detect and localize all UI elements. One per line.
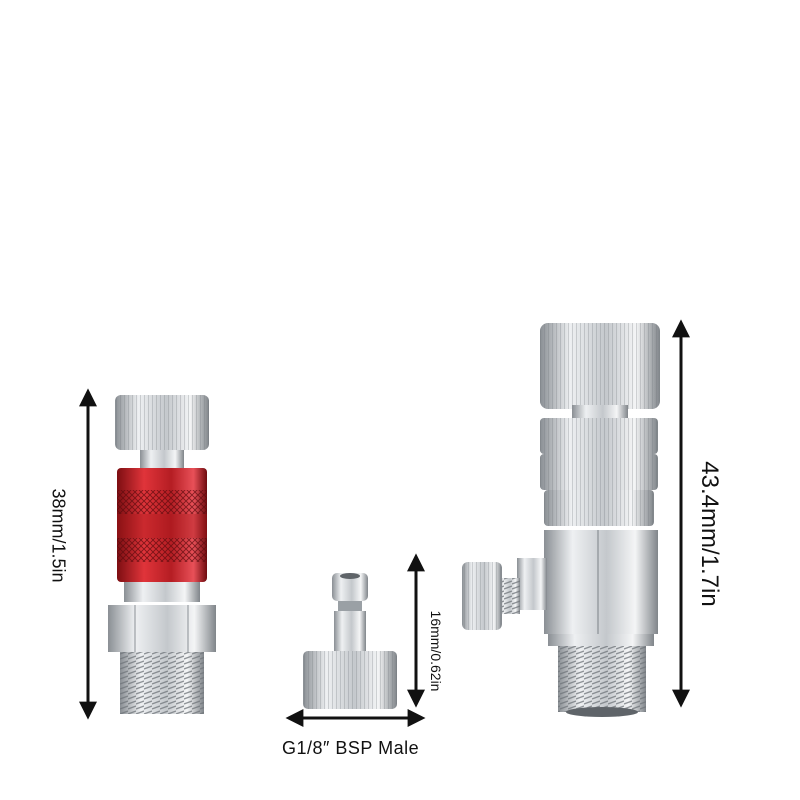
middle-height-label: 16mm/0.62in [428, 610, 444, 692]
left-height-label: 38mm/1.5in [48, 488, 69, 583]
thread-spec-label: G1/8″ BSP Male [282, 738, 420, 758]
right-height-label: 43.4mm/1.7in [696, 461, 723, 607]
male-plug-fitting [303, 573, 397, 709]
quick-disconnect-coupler [108, 395, 216, 714]
air-control-valve [462, 323, 660, 717]
